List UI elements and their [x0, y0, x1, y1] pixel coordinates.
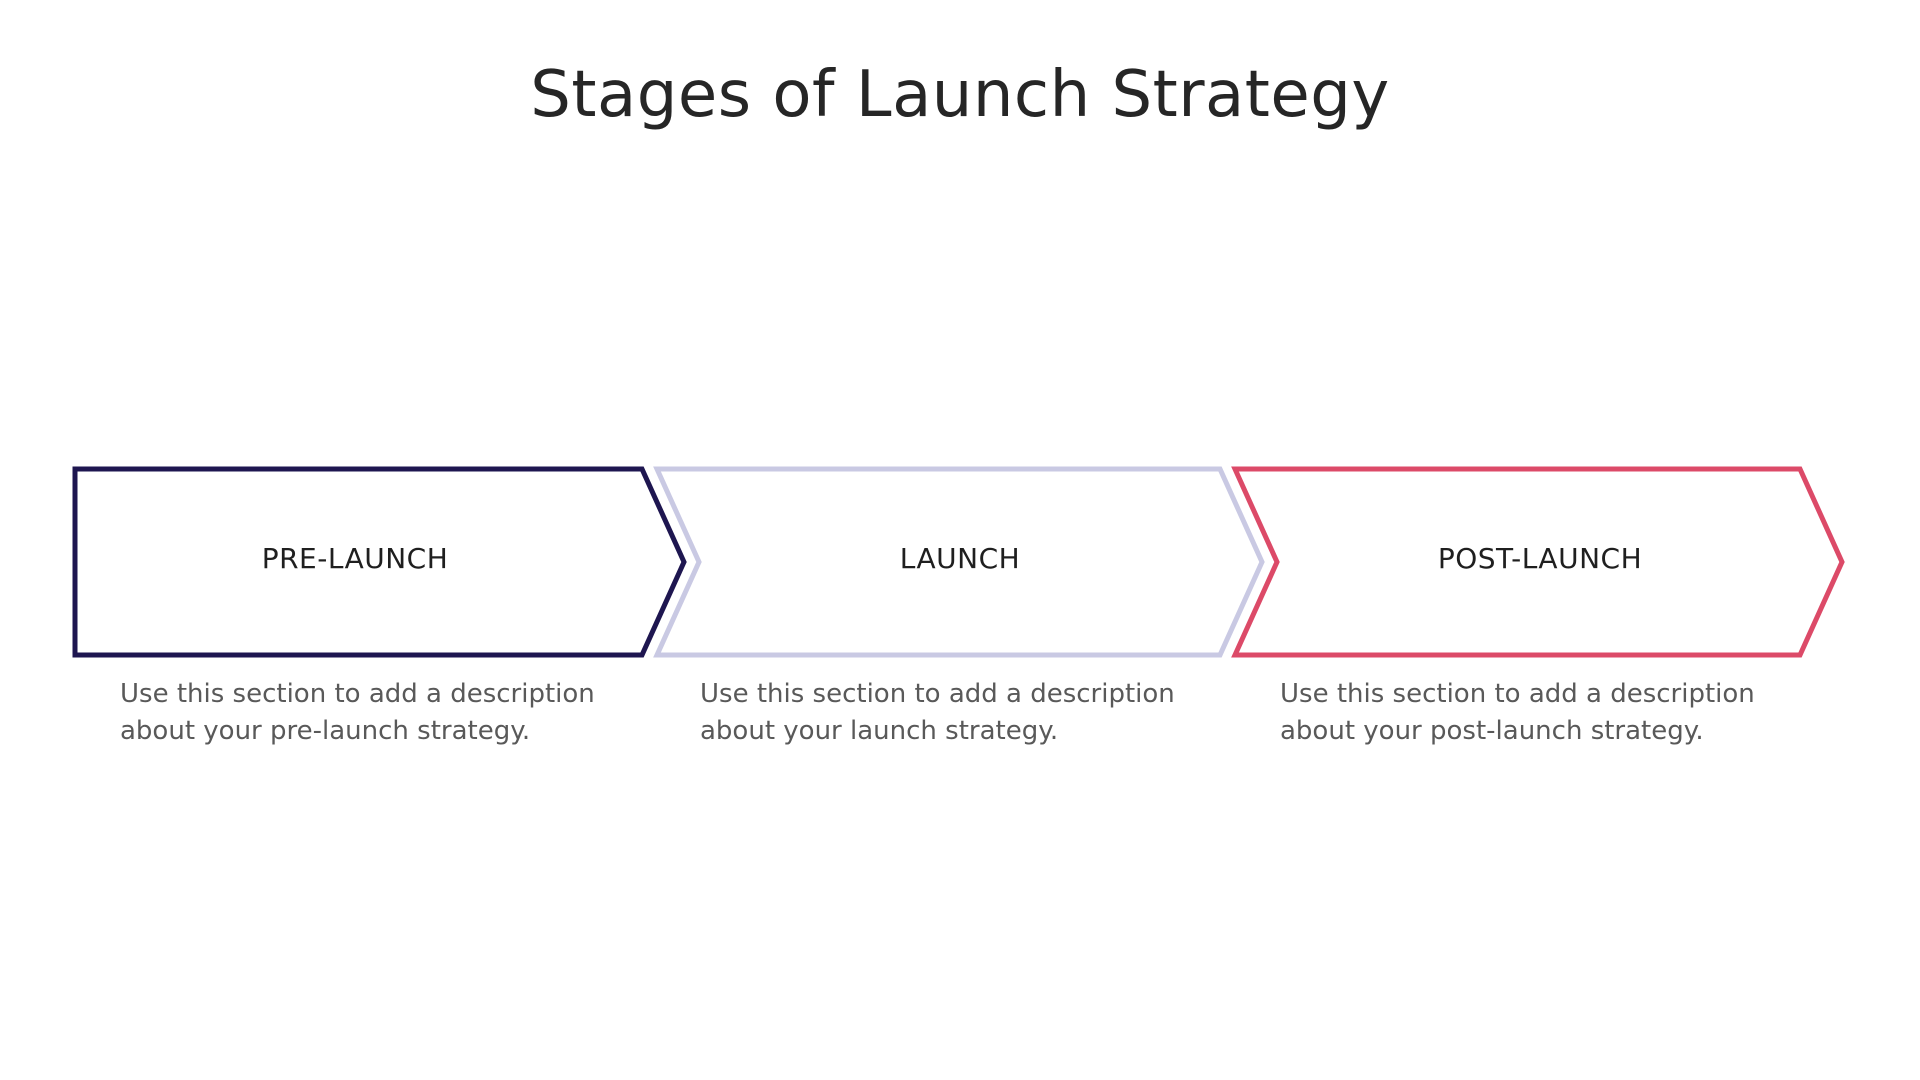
chevron-pre-launch: [72, 466, 687, 658]
chevron-post-launch: [1231, 466, 1845, 658]
stage-description-post-launch: Use this section to add a description ab…: [1280, 679, 1755, 746]
slide-title: Stages of Launch Strategy: [530, 58, 1390, 132]
stage-label-launch: LAUNCH: [899, 542, 1021, 575]
stage-label-post-launch: POST-LAUNCH: [1437, 542, 1643, 575]
stage-label-pre-launch: PRE-LAUNCH: [261, 542, 449, 575]
stage-description-pre-launch: Use this section to add a description ab…: [120, 679, 595, 746]
chevron-launch: [653, 466, 1265, 658]
stage-description-launch: Use this section to add a description ab…: [700, 679, 1175, 746]
